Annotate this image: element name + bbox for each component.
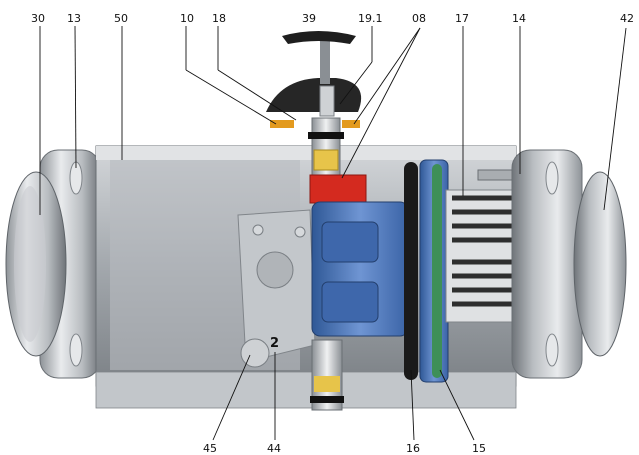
- left-end-cap: [5, 149, 101, 379]
- right-end-cap: [511, 149, 627, 379]
- label-30: 30: [31, 12, 45, 25]
- stamp-2: 2: [270, 336, 279, 351]
- label-42: 42: [620, 12, 634, 25]
- red-stop-block: [309, 174, 367, 204]
- leader-lines: [39, 25, 627, 441]
- label-19-1: 19.1: [358, 12, 383, 25]
- callout-labels: 30 13 50 10 18 39 19.1 08 17 14 42 45 44…: [31, 12, 634, 455]
- indicator-assembly: [266, 31, 362, 183]
- piston-o-ring: [404, 162, 418, 380]
- label-10: 10: [180, 12, 194, 25]
- label-18: 18: [212, 12, 226, 25]
- piston-blue: [311, 201, 409, 337]
- label-08: 08: [412, 12, 426, 25]
- label-39: 39: [302, 12, 316, 25]
- label-16: 16: [406, 442, 420, 455]
- lower-stem: [310, 339, 344, 411]
- label-15: 15: [472, 442, 486, 455]
- label-13: 13: [67, 12, 81, 25]
- spring-cartridge: [445, 169, 523, 323]
- label-44: 44: [267, 442, 281, 455]
- label-17: 17: [455, 12, 469, 25]
- label-45: 45: [203, 442, 217, 455]
- label-14: 14: [512, 12, 526, 25]
- green-seal: [432, 164, 442, 378]
- label-50: 50: [114, 12, 128, 25]
